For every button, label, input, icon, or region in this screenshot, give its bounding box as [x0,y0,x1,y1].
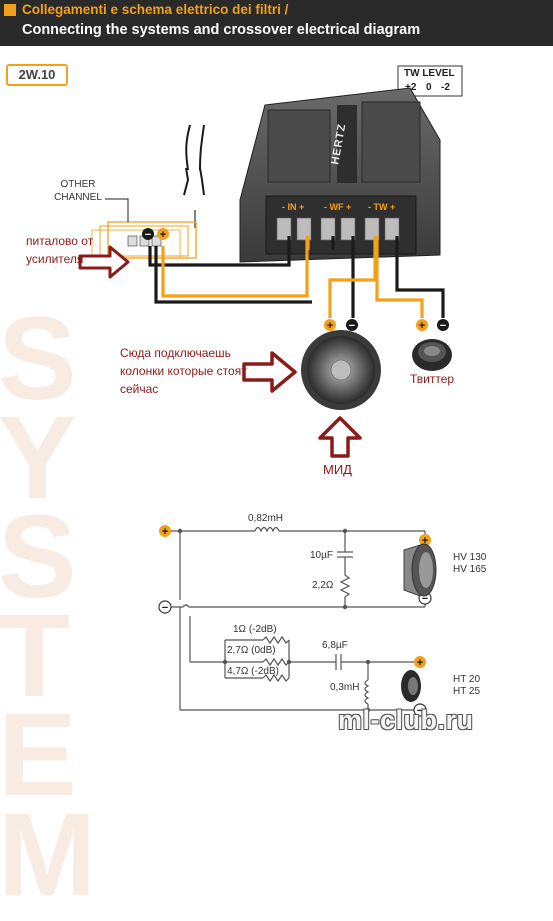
model-code: 2W.10 [6,64,68,86]
svg-text:−: − [145,229,151,241]
cap-mid-label: 10µF [310,550,333,561]
tweeter-terminals: + − [416,319,449,332]
rca-cables [183,124,205,228]
svg-text:−: − [417,705,423,717]
svg-text:−: − [349,320,355,332]
woofer-model-1: HV 130 [453,552,487,563]
tweeter-model-2: HT 25 [453,686,481,697]
arrow-speaker-icon [242,351,297,393]
woofer-model-2: HV 165 [453,564,487,575]
tw-resistor-3: 4,7Ω (-2dB) [227,666,279,677]
black-wires [148,236,445,318]
header-title-english: Connecting the systems and crossover ele… [22,22,421,38]
connect-speakers-label: Сюда подключаешь колонки которые стоят с… [120,346,247,396]
cap-tw-label: 6,8µF [322,640,348,651]
tw-resistor-1: 1Ω (-2dB) [233,624,277,635]
terminal-label-tw: - TW + [368,202,396,212]
svg-text:−: − [162,602,168,614]
orange-wires [161,236,424,318]
svg-text:+: + [162,526,168,538]
crossover-box [239,87,441,263]
arrow-mid-icon [318,416,362,458]
power-terminal-block: − + [91,221,197,259]
svg-text:+: + [417,657,423,669]
res-mid-label: 2,2Ω [312,580,334,591]
tw-level-title: TW LEVEL [404,68,455,79]
mid-speaker-icon [301,330,381,410]
tw-level-plus2: +2 [405,82,417,93]
header-square-icon [4,4,16,16]
svg-text:+: + [422,535,428,547]
mid-label: МИД [323,462,352,477]
terminal-label-wf: - WF + [324,202,352,212]
mid-terminals: + − [324,319,358,332]
schematic-tweeter-icon [401,670,421,702]
tw-level-minus2: -2 [441,82,450,93]
header-bar [0,0,553,46]
site-watermark: ml-club.ru [338,705,474,735]
inductor-main-label: 0,82mH [248,513,284,524]
crossover-schematic [165,526,426,711]
svg-text:+: + [419,320,425,332]
wiring-diagram: − + + − + − [78,65,463,717]
svg-text:−: − [422,593,428,605]
tw-resistor-2: 2,7Ω (0dB) [227,645,276,656]
inductor-tw-label: 0,3mH [330,682,360,693]
svg-text:+: + [160,229,166,241]
schematic-nodes [177,528,371,713]
tw-level-zero: 0 [426,82,432,93]
tweeter-model-1: HT 20 [453,674,481,685]
tweeter-icon [412,339,452,371]
schematic-woofer-icon [403,543,437,597]
svg-text:+: + [327,320,333,332]
terminal-label-in: - IN + [282,202,305,212]
power-from-amp-label: питалово от усилителя [26,234,94,266]
tweeter-label: Твиттер [410,372,455,386]
arrow-power-icon [78,245,130,279]
header-title-italian: Collegamenti e schema elettrico dei filt… [22,2,289,17]
other-channel-label: OTHER CHANNEL [54,179,102,203]
schematic-terminals: + − + − + − [158,525,432,717]
svg-text:−: − [440,320,446,332]
